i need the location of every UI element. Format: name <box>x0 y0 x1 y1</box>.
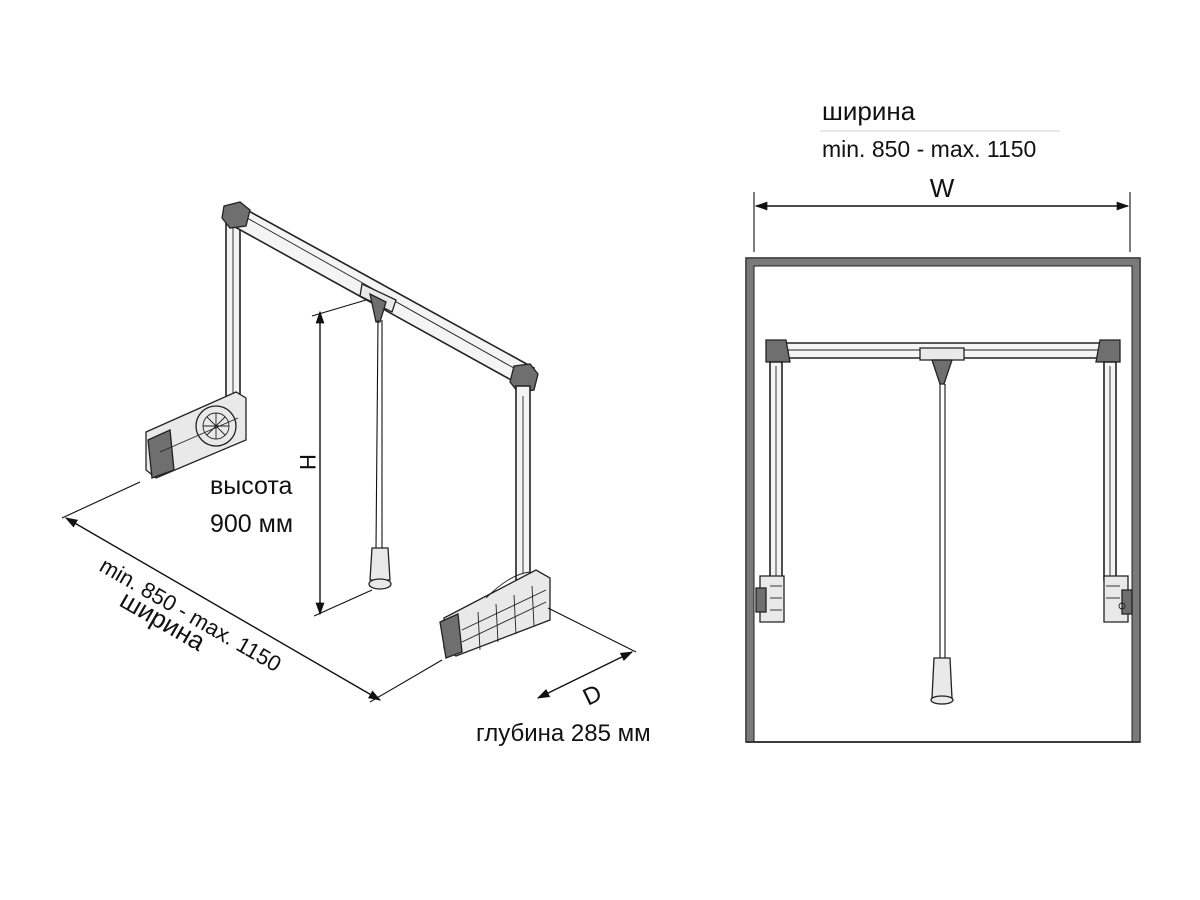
front-width-label: ширина <box>822 96 916 126</box>
front-width-letter: W <box>930 173 955 203</box>
front-left-mechanism <box>755 575 785 623</box>
iso-height-letter: H <box>295 454 320 470</box>
iso-depth-label: глубина 285 мм <box>476 720 651 747</box>
iso-height-value: 900 мм <box>210 510 293 538</box>
iso-height-label: высота <box>210 472 293 500</box>
iso-pull-rod <box>359 283 397 590</box>
iso-right-mechanism <box>439 569 551 659</box>
isometric-view: H высота 900 мм min. 850 - max. 1150 шир… <box>61 201 651 747</box>
front-view: ширина min. 850 - max. 1150 W <box>745 96 1141 743</box>
iso-width-dimension <box>61 481 443 703</box>
iso-left-mechanism <box>145 391 247 479</box>
front-cabinet <box>745 257 1141 743</box>
front-pull-rod <box>919 347 965 705</box>
front-width-range: min. 850 - max. 1150 <box>822 136 1036 162</box>
iso-depth-letter: D <box>579 680 606 712</box>
iso-height-dimension <box>311 299 373 617</box>
front-right-post <box>1103 361 1117 581</box>
iso-left-post <box>225 211 241 421</box>
iso-right-post <box>515 385 531 581</box>
front-right-mechanism <box>1103 575 1133 623</box>
front-width-dimension <box>753 130 1131 252</box>
front-left-post <box>769 361 783 581</box>
iso-depth-dimension <box>536 607 637 699</box>
